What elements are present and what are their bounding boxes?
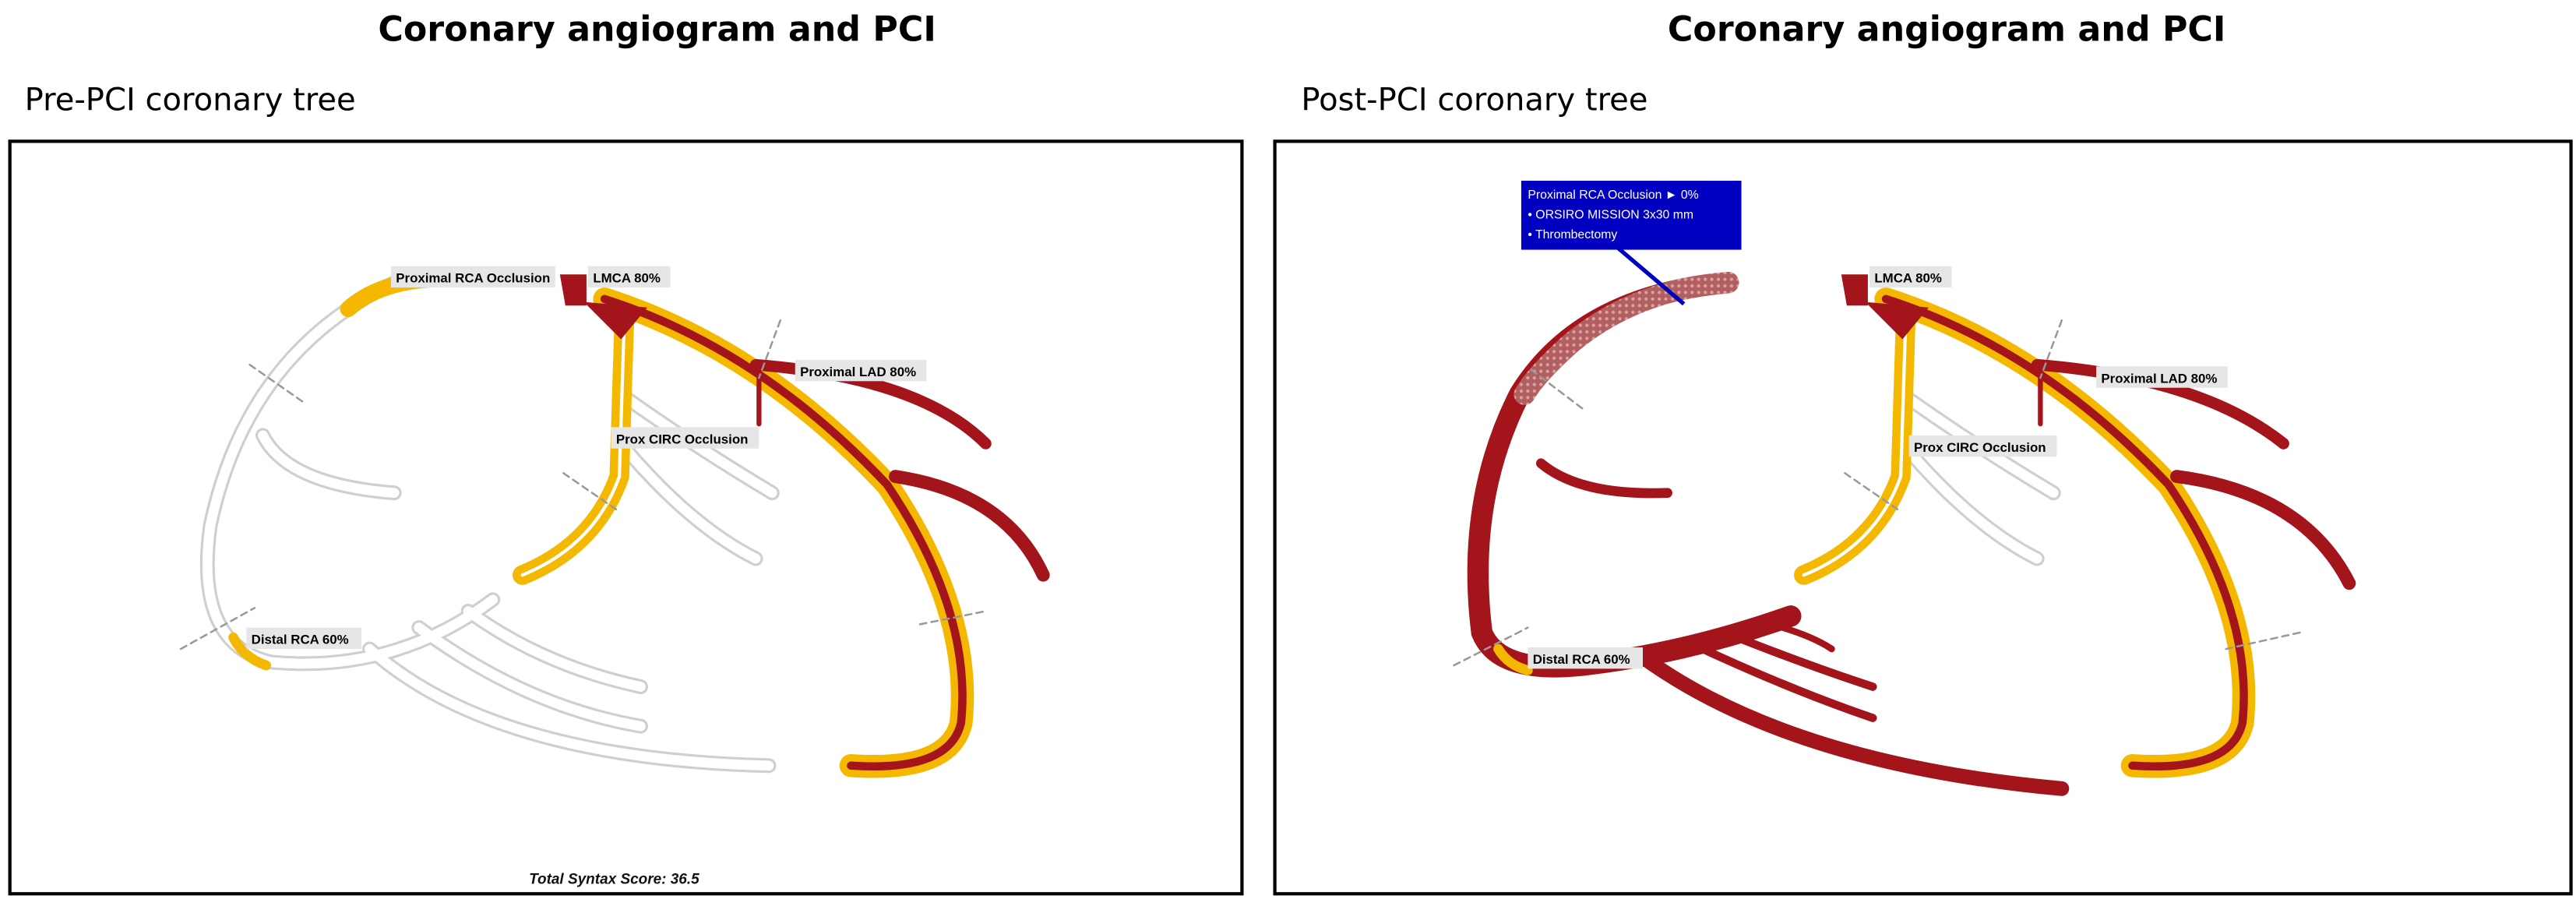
pre-pci-tree <box>179 270 1050 778</box>
label-lmca: LMCA 80% <box>1874 271 1942 286</box>
label-distal-rca: Distal RCA 60% <box>1533 652 1630 667</box>
post-pci-tree <box>1453 272 2356 796</box>
callout-line-3: • Thrombectomy <box>1528 228 1617 241</box>
left-title: Coronary angiogram and PCI <box>378 9 936 50</box>
label-proximal-lad: Proximal LAD 80% <box>800 365 916 379</box>
lmca-lesion <box>559 274 647 340</box>
left-subtitle: Pre-PCI coronary tree <box>24 82 356 118</box>
diagonal-2 <box>888 470 1050 582</box>
label-proximal-rca: Proximal RCA Occlusion <box>396 271 550 286</box>
circ-vessel <box>513 310 635 585</box>
stented-segment <box>1514 272 1739 405</box>
callout-line-1: Proximal RCA Occlusion ► 0% <box>1528 189 1698 202</box>
stent-callout <box>1521 180 1742 250</box>
label-distal-rca: Distal RCA 60% <box>252 633 349 647</box>
label-prox-circ: Prox CIRC Occlusion <box>1914 440 2046 455</box>
right-title: Coronary angiogram and PCI <box>1667 9 2226 50</box>
rca-distal-lesion <box>228 632 271 671</box>
callout-line-2: • ORSIRO MISSION 3x30 mm <box>1528 208 1693 221</box>
label-lmca: LMCA 80% <box>593 271 661 286</box>
pre-pci-labels: Proximal RCA Occlusion LMCA 80% Proximal… <box>246 266 927 888</box>
right-subtitle: Post-PCI coronary tree <box>1301 82 1648 118</box>
label-prox-circ: Prox CIRC Occlusion <box>616 432 749 446</box>
syntax-score: Total Syntax Score: 36.5 <box>529 872 700 888</box>
label-proximal-lad: Proximal LAD 80% <box>2101 371 2217 386</box>
post-pci-labels: Proximal RCA Occlusion ► 0% • ORSIRO MIS… <box>1521 180 2228 669</box>
